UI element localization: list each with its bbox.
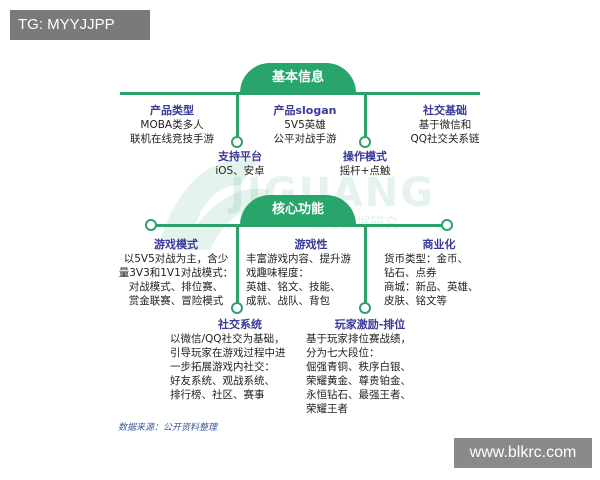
function-line: 以微信/QQ社交为基础，	[170, 333, 285, 345]
node-dot	[441, 219, 453, 231]
function-line: 好友系统、观战系统、	[170, 375, 275, 387]
node-dot	[359, 302, 371, 314]
info-operation: 操作模式 摇杆+点触	[320, 148, 410, 178]
info-title: 产品slogan	[273, 104, 337, 117]
connector-social-system	[236, 224, 239, 306]
function-line: 赏金联赛、冒险模式	[128, 295, 224, 307]
function-line: 皮肤、铭文等	[384, 295, 447, 307]
watermark-site: www.blkrc.com	[454, 438, 592, 468]
info-product-type: 产品类型 MOBA类多人 联机在线竞技手游	[112, 102, 232, 146]
function-line: 引导玩家在游戏过程中进	[170, 347, 286, 359]
function-line: 一步拓展游戏内社交：	[170, 361, 275, 373]
core-functions-connector-line	[150, 224, 450, 227]
data-source-note: 数据来源：公开资料整理	[118, 423, 218, 433]
connector-platform	[236, 92, 239, 140]
info-line: 联机在线竞技手游	[130, 133, 214, 145]
function-title: 社交系统	[218, 318, 262, 331]
function-line: 成就、战队、背包	[246, 295, 330, 307]
function-line: 商城：新品、英雄、	[384, 281, 479, 293]
info-line: 基于微信和	[418, 119, 472, 131]
node-dot	[359, 136, 371, 148]
section-header-basic-info: 基本信息	[240, 63, 356, 93]
info-title: 社交基础	[423, 104, 467, 117]
info-social-basis: 社交基础 基于微信和 QQ社交关系链	[390, 102, 500, 146]
function-line: 荣耀黄金、尊贵铂金、	[306, 375, 411, 387]
function-line: 对战模式、排位赛、	[128, 281, 224, 293]
function-title: 商业化	[422, 238, 456, 251]
function-title: 游戏性	[294, 238, 328, 251]
function-line: 基于玩家排位赛战绩，	[306, 333, 411, 345]
watermark-tag: TG: MYYJJPP	[10, 10, 150, 40]
function-line: 货币类型：金币、	[384, 253, 468, 265]
function-line: 排行榜、社区、赛事	[170, 389, 265, 401]
info-line: MOBA类多人	[140, 119, 204, 131]
function-line: 丰富游戏内容、提升游	[246, 253, 351, 265]
info-slogan: 产品slogan 5V5英雄 公平对战手游	[250, 102, 360, 146]
function-line: 钻石、点券	[384, 267, 437, 279]
function-game-mode: 游戏模式 以5V5对战为主，含少 量3V3和1V1对战模式： 对战模式、排位赛、…	[112, 236, 240, 308]
node-dot	[231, 136, 243, 148]
section-header-core-functions: 核心功能	[240, 195, 356, 225]
function-monetization: 商业化 货币类型：金币、 钻石、点券 商城：新品、英雄、 皮肤、铭文等	[384, 236, 494, 308]
function-line: 永恒钻石、最强王者、	[306, 389, 411, 401]
info-title: 产品类型	[150, 104, 194, 117]
info-title: 支持平台	[218, 150, 262, 163]
function-social-system: 社交系统 以微信/QQ社交为基础， 引导玩家在游戏过程中进 一步拓展游戏内社交：…	[170, 316, 310, 402]
basic-info-connector-line	[120, 92, 480, 95]
connector-ranking	[364, 224, 367, 306]
function-line: 以5V5对战为主，含少	[123, 253, 229, 265]
connector-operation	[364, 92, 367, 140]
node-dot	[145, 219, 157, 231]
function-line: 戏趣味程度：	[246, 267, 309, 279]
info-line: iOS、安卓	[215, 165, 265, 177]
function-title: 游戏模式	[154, 238, 198, 251]
function-title: 玩家激励-排位	[334, 318, 406, 331]
function-gameplay: 游戏性 丰富游戏内容、提升游 戏趣味程度： 英雄、铭文、技能、 成就、战队、背包	[246, 236, 376, 308]
info-line: QQ社交关系链	[410, 133, 480, 145]
function-line: 分为七大段位：	[306, 347, 380, 359]
info-platform: 支持平台 iOS、安卓	[195, 148, 285, 178]
function-player-ranking: 玩家激励-排位 基于玩家排位赛战绩， 分为七大段位： 倔强青铜、秩序白银、 荣耀…	[306, 316, 434, 416]
function-line: 荣耀王者	[306, 403, 348, 415]
function-line: 量3V3和1V1对战模式：	[118, 267, 234, 279]
info-line: 公平对战手游	[273, 133, 337, 145]
info-line: 摇杆+点触	[339, 165, 391, 177]
function-line: 英雄、铭文、技能、	[246, 281, 341, 293]
function-line: 倔强青铜、秩序白银、	[306, 361, 411, 373]
node-dot	[231, 302, 243, 314]
info-title: 操作模式	[343, 150, 387, 163]
info-line: 5V5英雄	[284, 119, 326, 131]
